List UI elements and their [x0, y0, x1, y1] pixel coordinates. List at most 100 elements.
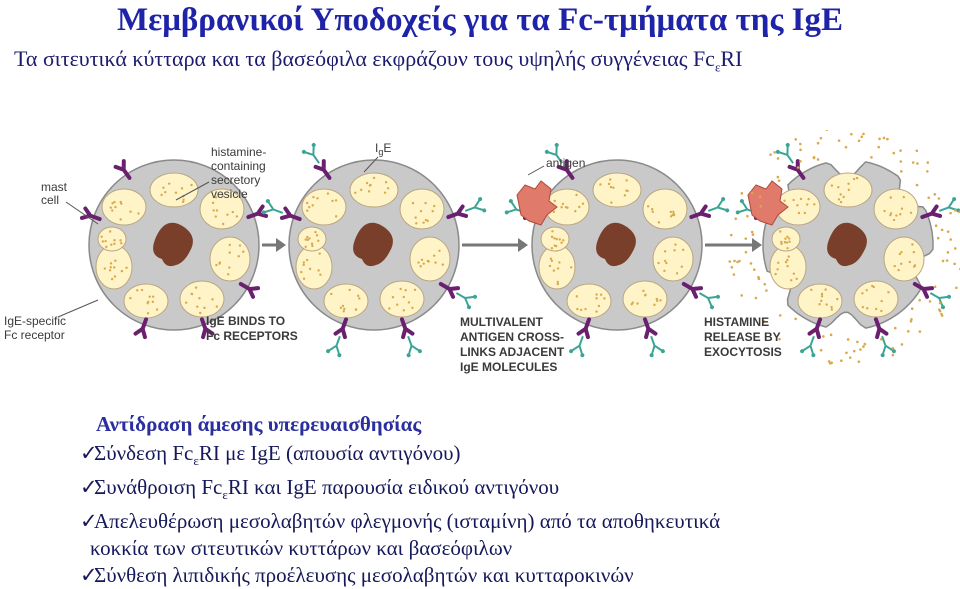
secretory-vesicle [101, 188, 147, 226]
granule [786, 247, 789, 250]
ige-tip [735, 210, 740, 215]
ige-tip [649, 353, 654, 358]
ige-antibody [801, 335, 815, 356]
section-heading: Αντίδραση άμεσης υπερευαισθησίας [96, 412, 422, 436]
receptor-shape [246, 204, 269, 220]
granule [109, 206, 113, 209]
bullet-sub: ε [193, 453, 199, 469]
released-granule [893, 326, 897, 330]
label-ige-sub: g [378, 147, 383, 157]
granule [110, 243, 113, 246]
released-granule [819, 348, 823, 352]
granule [311, 244, 314, 248]
ige-antibody [464, 198, 485, 212]
granule [625, 189, 628, 192]
bullet-text: Συνάθροιση Fc [94, 475, 223, 500]
released-granule [749, 262, 753, 265]
released-granule [900, 343, 904, 346]
granule [861, 305, 865, 309]
released-granule [891, 346, 895, 350]
ige-tip [785, 142, 790, 147]
released-granule [734, 217, 738, 220]
stage-3-line-3: EXOCYTOSIS [704, 345, 782, 359]
released-granule [776, 175, 780, 179]
granule [354, 308, 358, 311]
granule [221, 222, 225, 226]
ige-tip [265, 199, 270, 204]
granule [203, 306, 206, 310]
fc-receptor [326, 317, 349, 358]
granule [774, 272, 777, 276]
secretory-vesicle [883, 236, 925, 282]
granule [820, 295, 824, 298]
released-granule [844, 145, 848, 149]
granule [584, 307, 587, 311]
ige-tip [406, 353, 411, 358]
leader-antigen [527, 165, 545, 176]
granule [226, 213, 229, 216]
mast-cell-2 [261, 142, 487, 358]
released-granule [794, 138, 798, 141]
released-granule [899, 170, 903, 173]
released-granule [778, 314, 782, 317]
released-granule [746, 214, 749, 218]
granule [820, 292, 824, 296]
granule [561, 202, 565, 206]
released-granule [945, 259, 949, 262]
arrow-head-1 [276, 238, 286, 252]
granule [316, 197, 319, 200]
granule [574, 209, 577, 213]
granule [883, 209, 886, 213]
granule [576, 307, 579, 311]
granule [797, 211, 801, 215]
secretory-vesicle [379, 280, 425, 318]
stage-2-line-1: MULTIVALENT [460, 315, 544, 329]
receptor-shape [920, 204, 943, 220]
granule [776, 268, 779, 271]
released-granule [799, 148, 802, 152]
ige-tip [569, 349, 574, 354]
granule [306, 235, 309, 239]
ige-tip [660, 349, 665, 354]
secretory-vesicle [592, 172, 642, 208]
page-title: Μεμβρανικοί Υποδοχείς για τα Fc-τμήματα … [116, 2, 844, 38]
granule [556, 267, 560, 270]
granule [665, 261, 668, 265]
released-granule [882, 136, 886, 140]
granule [874, 307, 878, 311]
granule [111, 209, 114, 212]
granule [304, 238, 308, 241]
granule [434, 261, 437, 264]
granule [889, 213, 892, 217]
receptor-shape [79, 206, 102, 222]
granule [339, 306, 343, 310]
released-granule [750, 191, 754, 195]
granule [137, 212, 140, 215]
granule [636, 302, 639, 305]
released-granule [899, 149, 902, 152]
granule [318, 252, 321, 255]
ige-tip [504, 210, 509, 215]
granule [551, 230, 554, 233]
released-granule [886, 137, 889, 141]
granule [575, 295, 579, 298]
fc-receptor [642, 317, 665, 358]
released-granule [769, 153, 772, 156]
granule [215, 209, 219, 212]
released-granule [860, 135, 864, 139]
granule [413, 288, 417, 292]
released-granule [759, 204, 763, 208]
granule [308, 237, 311, 240]
mast-cell-3 [504, 142, 730, 358]
granule [113, 242, 116, 246]
granule [786, 258, 789, 262]
ige-tip [715, 294, 720, 299]
granule [184, 301, 188, 304]
released-granule [845, 351, 848, 355]
granule [212, 209, 215, 212]
ige-antibody [777, 144, 794, 164]
granule [575, 193, 578, 197]
fc-receptor [689, 197, 730, 220]
mast-cell-1 [79, 159, 269, 340]
granule [550, 247, 554, 250]
